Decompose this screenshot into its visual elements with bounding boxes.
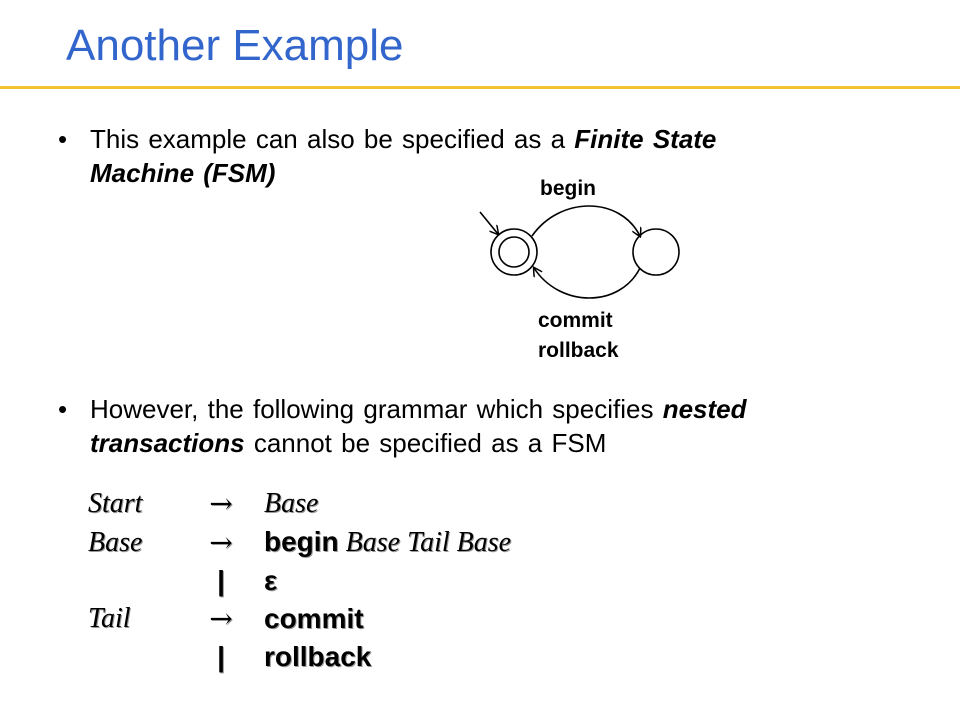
bullet-dot-icon: •: [58, 124, 68, 154]
grammar-rule: | rollback: [88, 638, 511, 676]
bullet-emphasis: transactions: [90, 428, 245, 458]
bullet-emphasis: nested: [662, 394, 747, 424]
rule-rhs-nonterminal: Base: [264, 488, 319, 519]
rule-arrow: →: [209, 525, 233, 559]
rule-lhs-empty: [88, 638, 178, 676]
rule-lhs-empty: [88, 562, 178, 600]
rule-lhs: Start: [88, 487, 143, 519]
rule-lhs: Base: [88, 526, 143, 558]
rule-arrow: →: [209, 602, 233, 635]
bullet-text: However, the following grammar which spe…: [90, 394, 663, 424]
fsm-commit-label: commit: [538, 309, 613, 332]
bullet-emphasis: Machine (FSM): [90, 158, 276, 188]
bullet-text: cannot be specified as a FSM: [244, 428, 607, 458]
rule-rhs-nonterminal: Base Tail Base: [338, 527, 512, 558]
start-arrow: [479, 211, 498, 234]
fsm-begin-label: begin: [540, 177, 596, 200]
bullet-fsm: This example can also be specified as a …: [90, 122, 890, 190]
slide-title: Another Example: [66, 21, 404, 70]
rule-rhs-terminal: begin: [264, 526, 339, 557]
accept-state-inner: [498, 236, 530, 268]
grammar-rule: Base → begin Base Tail Base: [88, 523, 511, 562]
bullet-emphasis: Finite State: [574, 124, 717, 154]
title-divider: [0, 86, 960, 89]
rule-rhs-terminal: commit: [264, 603, 364, 634]
grammar-rules: Start → Base Base → begin Base Tail Base…: [88, 484, 511, 676]
rule-rhs-terminal: ε: [264, 565, 278, 596]
commit-transition: [534, 268, 641, 299]
grammar-rule: | ε: [88, 562, 511, 600]
bullet-dot-icon: •: [58, 394, 68, 424]
fsm-rollback-label: rollback: [538, 339, 619, 362]
rule-alternative-bar: |: [217, 641, 225, 672]
rule-arrow: →: [209, 486, 233, 520]
second-state: [632, 228, 680, 276]
fsm-diagram: [479, 205, 680, 299]
begin-transition: [531, 205, 640, 236]
grammar-rule: Start → Base: [88, 484, 511, 523]
rule-alternative-bar: |: [217, 565, 225, 596]
grammar-rule: Tail → commit: [88, 600, 511, 638]
bullet-text: This example can also be specified as a: [90, 124, 575, 154]
bullet-grammar: However, the following grammar which spe…: [90, 392, 890, 460]
rule-rhs-terminal: rollback: [264, 641, 372, 672]
rule-lhs: Tail: [88, 603, 131, 634]
